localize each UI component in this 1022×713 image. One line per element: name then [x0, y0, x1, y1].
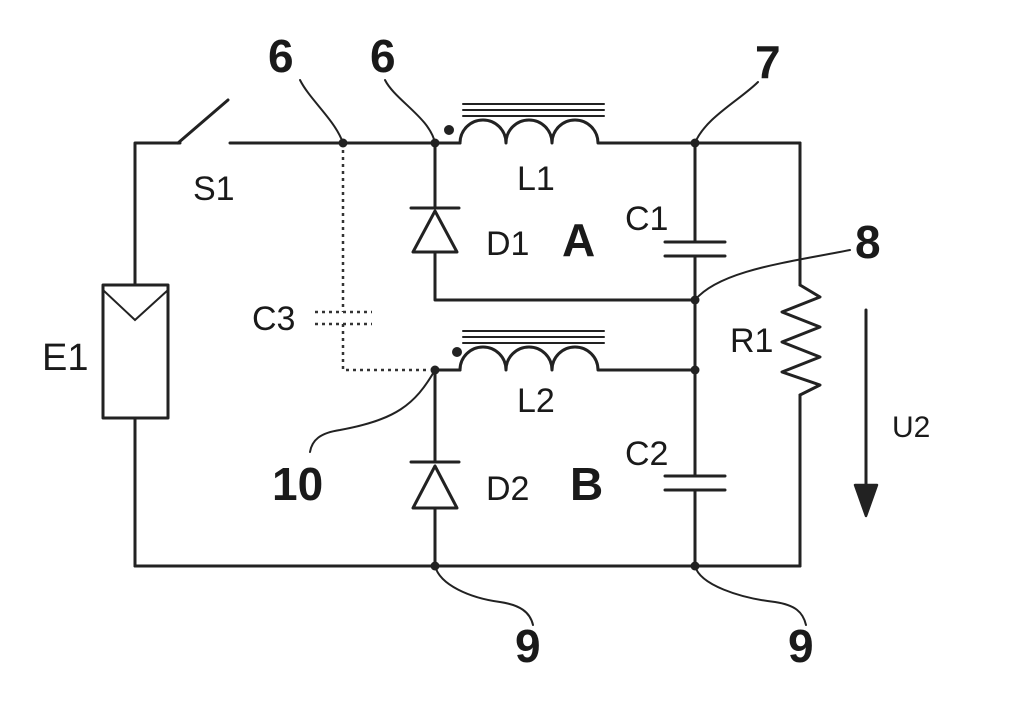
leader-6b — [385, 80, 435, 143]
label-node-9b: 9 — [788, 620, 814, 672]
polarity-dot-l1 — [444, 125, 454, 135]
resistor-r1 — [782, 285, 820, 395]
label-node-7: 7 — [755, 36, 781, 88]
diode-d1 — [411, 208, 459, 252]
label-diode-d1: D1 — [486, 225, 529, 263]
source-e1-symbol — [103, 285, 168, 418]
label-section-a: A — [562, 214, 595, 266]
label-node-9a: 9 — [515, 620, 541, 672]
label-node-6a: 6 — [268, 30, 294, 82]
label-section-b: B — [570, 458, 603, 510]
inductor-l1 — [460, 104, 605, 143]
leader-10 — [310, 370, 435, 452]
leader-9a — [435, 566, 533, 625]
label-capacitor-c3: C3 — [252, 300, 295, 338]
label-switch-s1: S1 — [193, 170, 235, 208]
voltage-arrow-u2 — [855, 310, 877, 516]
capacitor-c1 — [665, 242, 725, 256]
capacitor-c2 — [665, 476, 725, 490]
leader-7 — [695, 82, 758, 143]
label-resistor-r1: R1 — [730, 322, 773, 360]
junction-mid — [691, 366, 700, 375]
label-inductor-l2: L2 — [517, 382, 555, 420]
label-capacitor-c2: C2 — [625, 435, 668, 473]
inductor-l2 — [460, 331, 605, 370]
capacitor-c3 — [315, 143, 430, 370]
label-node-6b: 6 — [370, 30, 396, 82]
wire-left-top — [135, 143, 180, 285]
leader-6a — [300, 80, 343, 143]
label-capacitor-c1: C1 — [625, 200, 668, 238]
label-voltage-u2: U2 — [892, 411, 930, 444]
label-source-e1: E1 — [42, 337, 88, 379]
polarity-dot-l2 — [452, 347, 462, 357]
leader-9b — [695, 566, 806, 625]
switch-s1 — [178, 100, 228, 143]
diode-d2 — [411, 462, 459, 508]
label-node-8: 8 — [855, 216, 881, 268]
label-inductor-l1: L1 — [517, 160, 555, 198]
label-node-10: 10 — [272, 458, 323, 510]
label-diode-d2: D2 — [486, 470, 529, 508]
